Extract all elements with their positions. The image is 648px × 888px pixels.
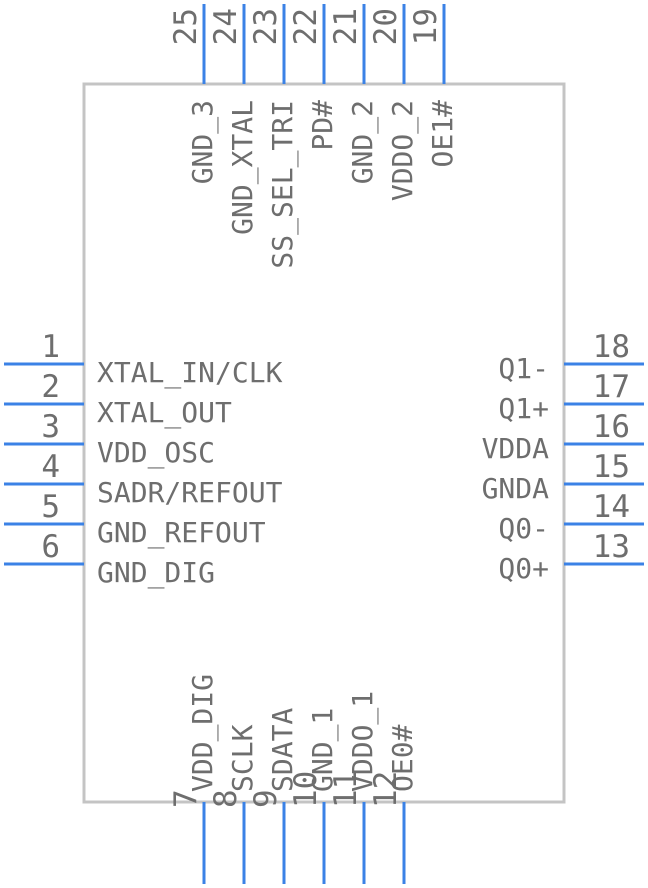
pin-10-number: 10 — [288, 771, 324, 808]
pin-25-number: 25 — [168, 8, 204, 45]
pin-9-label-sdata: SDATA — [266, 708, 299, 792]
pin-14-number: 14 — [593, 489, 630, 525]
pin-21-number: 21 — [328, 8, 364, 45]
pin-21-label-gnd-2: GND_2 — [346, 100, 380, 184]
pin-9-number: 9 — [248, 789, 284, 808]
pin-3-label-vdd-osc: VDD_OSC — [97, 436, 215, 470]
pin-12-label-oe0: OE0# — [386, 724, 419, 792]
pin-1-label-xtal-in-clk: XTAL_IN/CLK — [97, 356, 283, 390]
pin-7-number: 7 — [168, 789, 204, 808]
pin-23-number: 23 — [248, 8, 284, 45]
pin-8-label-sclk: SCLK — [226, 724, 259, 792]
pin-6-label-gnd-dig: GND_DIG — [97, 556, 215, 590]
pin-8-number: 8 — [208, 789, 244, 808]
pin-3-number: 3 — [41, 409, 60, 445]
pin-17-label-q1: Q1+ — [498, 392, 549, 425]
pin-11-number: 11 — [328, 771, 364, 808]
pin-14-label-q0: Q0- — [498, 512, 549, 545]
pin-2-number: 2 — [41, 369, 60, 405]
pin-4-label-sadr-refout: SADR/REFOUT — [97, 476, 283, 509]
pin-6-number: 6 — [41, 529, 60, 565]
pin-22-label-pd: PD# — [306, 100, 339, 151]
pin-13-label-q0: Q0+ — [498, 552, 549, 585]
pin-10-label-gnd-1: GND_1 — [306, 708, 340, 792]
pin-15-number: 15 — [593, 449, 630, 485]
pin-5-number: 5 — [41, 489, 60, 525]
pin-7-label-vdd-dig: VDD_DIG — [186, 674, 220, 792]
pin-1-number: 1 — [41, 329, 60, 365]
pin-24-label-gnd-xtal: GND_XTAL — [226, 100, 260, 235]
pin-18-label-q1: Q1- — [498, 352, 549, 385]
pin-5-label-gnd-refout: GND_REFOUT — [97, 516, 266, 550]
pin-17-number: 17 — [593, 369, 630, 405]
pin-2-label-xtal-out: XTAL_OUT — [97, 396, 232, 430]
pin-19-label-oe1: OE1# — [426, 100, 459, 168]
pin-22-number: 22 — [288, 8, 324, 45]
pin-18-number: 18 — [593, 329, 630, 365]
pin-24-number: 24 — [208, 8, 244, 45]
pin-19-number: 19 — [408, 8, 444, 45]
pin-11-label-vddo-1: VDDO_1 — [346, 691, 380, 792]
pin-23-label-ss-sel-tri: SS_SEL_TRI — [266, 100, 300, 269]
pin-12-number: 12 — [368, 771, 404, 808]
pin-4-number: 4 — [41, 449, 60, 485]
pin-15-label-gnda: GNDA — [482, 472, 550, 505]
pin-20-label-vddo-2: VDDO_2 — [386, 100, 420, 201]
pin-25-label-gnd-3: GND_3 — [186, 100, 220, 184]
pin-13-number: 13 — [593, 529, 630, 565]
chip-body — [82, 82, 566, 804]
pin-16-label-vdda: VDDA — [482, 432, 550, 465]
pin-20-number: 20 — [368, 8, 404, 45]
pin-16-number: 16 — [593, 409, 630, 445]
